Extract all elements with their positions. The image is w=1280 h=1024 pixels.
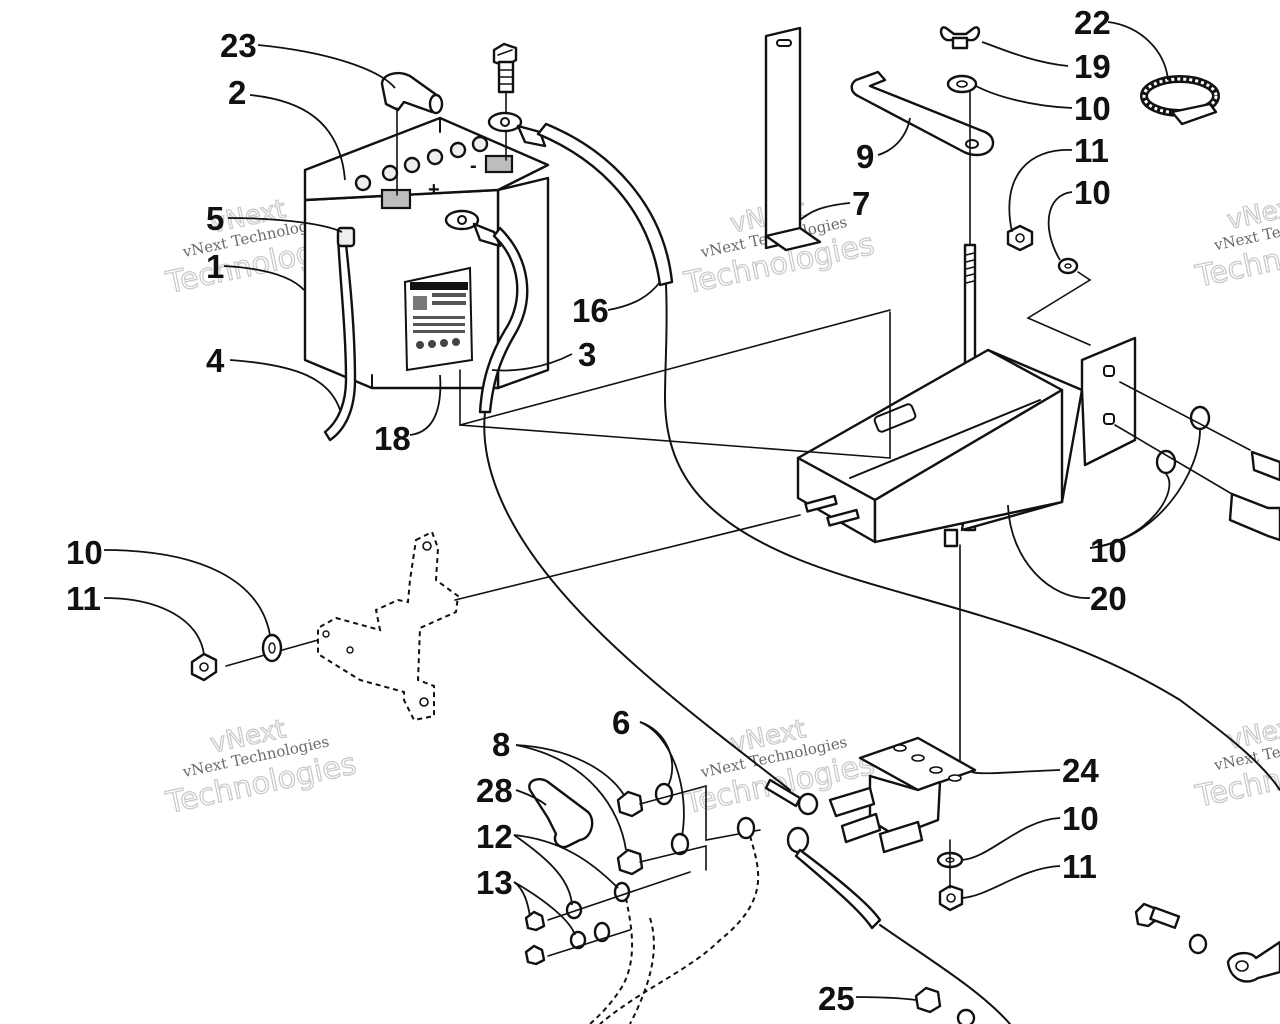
- bottom-right-hardware: [1134, 902, 1280, 983]
- leader-lines: [103, 21, 1201, 1001]
- battery-vent-caps: [354, 135, 489, 192]
- callout-11: 11: [66, 580, 101, 617]
- nut-top-right: [1006, 224, 1034, 252]
- callout-10: 10: [1090, 532, 1127, 569]
- svg-text:-: -: [470, 155, 477, 177]
- callout-20: 20: [1090, 580, 1127, 617]
- hold-down-strap: [764, 26, 822, 252]
- callout-4: 4: [206, 342, 225, 379]
- washer-top: [946, 74, 978, 94]
- callout-10: 10: [1074, 90, 1111, 127]
- nut-left: [190, 652, 218, 682]
- callout-9: 9: [856, 138, 874, 175]
- battery-positive-terminal: [380, 188, 412, 210]
- rubber-boot: [528, 778, 594, 849]
- positive-battery-cable: [444, 209, 791, 791]
- callout-10: 10: [1062, 800, 1099, 837]
- callout-28: 28: [476, 772, 513, 809]
- callout-16: 16: [572, 292, 609, 329]
- callout-10: 10: [1074, 174, 1111, 211]
- callout-22: 22: [1074, 4, 1111, 41]
- battery-negative-terminal: [484, 154, 514, 174]
- callout-11: 11: [1074, 132, 1109, 169]
- callout-11: 11: [1062, 848, 1097, 885]
- watermark-top-right: vNext vNext Technologies Technologies: [1191, 190, 1280, 295]
- mounting-bracket-left: [317, 530, 460, 722]
- starter-solenoid: [828, 736, 977, 854]
- callout-5: 5: [206, 200, 224, 237]
- callout-1: 1: [206, 248, 224, 285]
- callout-24: 24: [1062, 752, 1099, 789]
- terminal-boot: [380, 72, 444, 196]
- battery-tray: [796, 336, 1137, 548]
- callout-13: 13: [476, 864, 513, 901]
- negative-battery-cable: [487, 111, 1280, 791]
- battery-warning-label: [403, 266, 474, 372]
- washer-left: [261, 633, 283, 663]
- washer-top-right: [1057, 257, 1079, 275]
- callout-25: 25: [818, 980, 855, 1017]
- callout-2: 2: [228, 74, 246, 111]
- terminal-bolt: [492, 42, 518, 161]
- tube-clamp: [336, 226, 356, 248]
- callout-10: 10: [66, 534, 103, 571]
- callout-7: 7: [852, 185, 870, 222]
- tray-bolts: [1114, 381, 1280, 542]
- callout-19: 19: [1074, 48, 1111, 85]
- callout-12: 12: [476, 818, 513, 855]
- vent-tube: [323, 233, 357, 442]
- nut-bottom: [914, 986, 976, 1024]
- solenoid-hardware: [524, 782, 761, 966]
- hose-clamp: [1140, 75, 1220, 126]
- callout-6: 6: [612, 704, 630, 741]
- callout-18: 18: [374, 420, 411, 457]
- battery: + -: [303, 116, 550, 442]
- callout-labels: 23 2 5 1 4 18 3 16 7 9 22 19 10 11 10 10…: [66, 4, 1127, 1017]
- svg-text:+: +: [428, 179, 440, 201]
- solenoid-leads: [589, 778, 1011, 1024]
- callout-3: 3: [578, 336, 596, 373]
- wing-nut: [939, 26, 981, 50]
- watermark-bottom-left: vNext vNext Technologies Technologies: [162, 714, 360, 822]
- nut-solenoid: [938, 884, 964, 912]
- hold-down-bracket: [850, 70, 995, 157]
- callout-8: 8: [492, 726, 510, 763]
- callout-23: 23: [220, 27, 257, 64]
